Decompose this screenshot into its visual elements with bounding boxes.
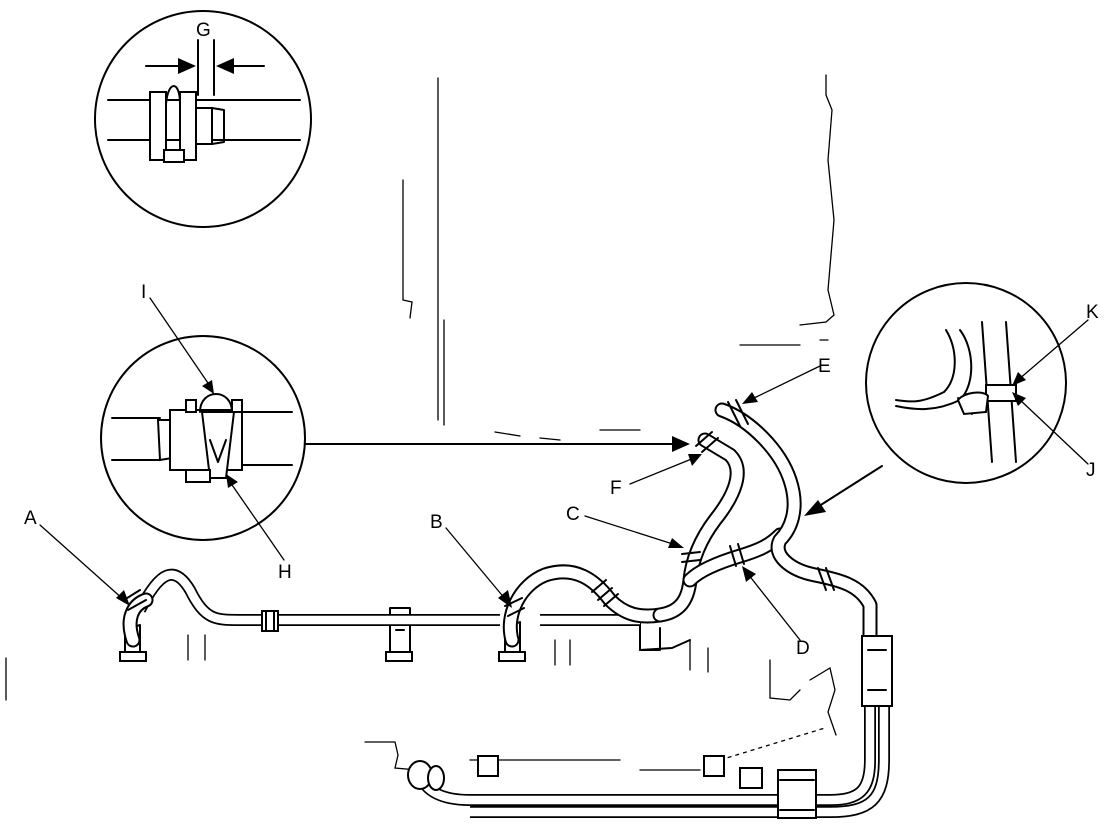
callout-j: J [1086,460,1096,481]
engine-outline [5,74,837,773]
hose-d [682,527,788,588]
mount-bracket-tee [639,621,691,651]
callout-f: F [610,478,622,499]
callout-i: I [141,282,146,303]
hose-a [122,589,154,648]
detail-circle-g [94,10,312,228]
detail-circle-hi [100,335,690,541]
callout-a: A [24,508,37,529]
callout-g: G [196,20,211,41]
heater-pipe-long [134,568,640,632]
callout-k: K [1086,302,1099,323]
hose-b [502,564,668,648]
callout-leaders [39,297,1089,641]
hose-c [652,431,745,623]
coolant-pipe-lower [407,635,893,819]
hose-e [714,399,878,648]
callout-h: H [278,562,292,583]
callout-e: E [818,356,831,377]
callout-b: B [430,512,443,533]
callout-labels: A B C D E F G H I J K [24,20,1099,659]
callout-d: D [796,638,810,659]
callout-c: C [566,504,580,525]
mount-bracket-center [385,607,413,662]
detail-circle-jk [804,282,1067,516]
